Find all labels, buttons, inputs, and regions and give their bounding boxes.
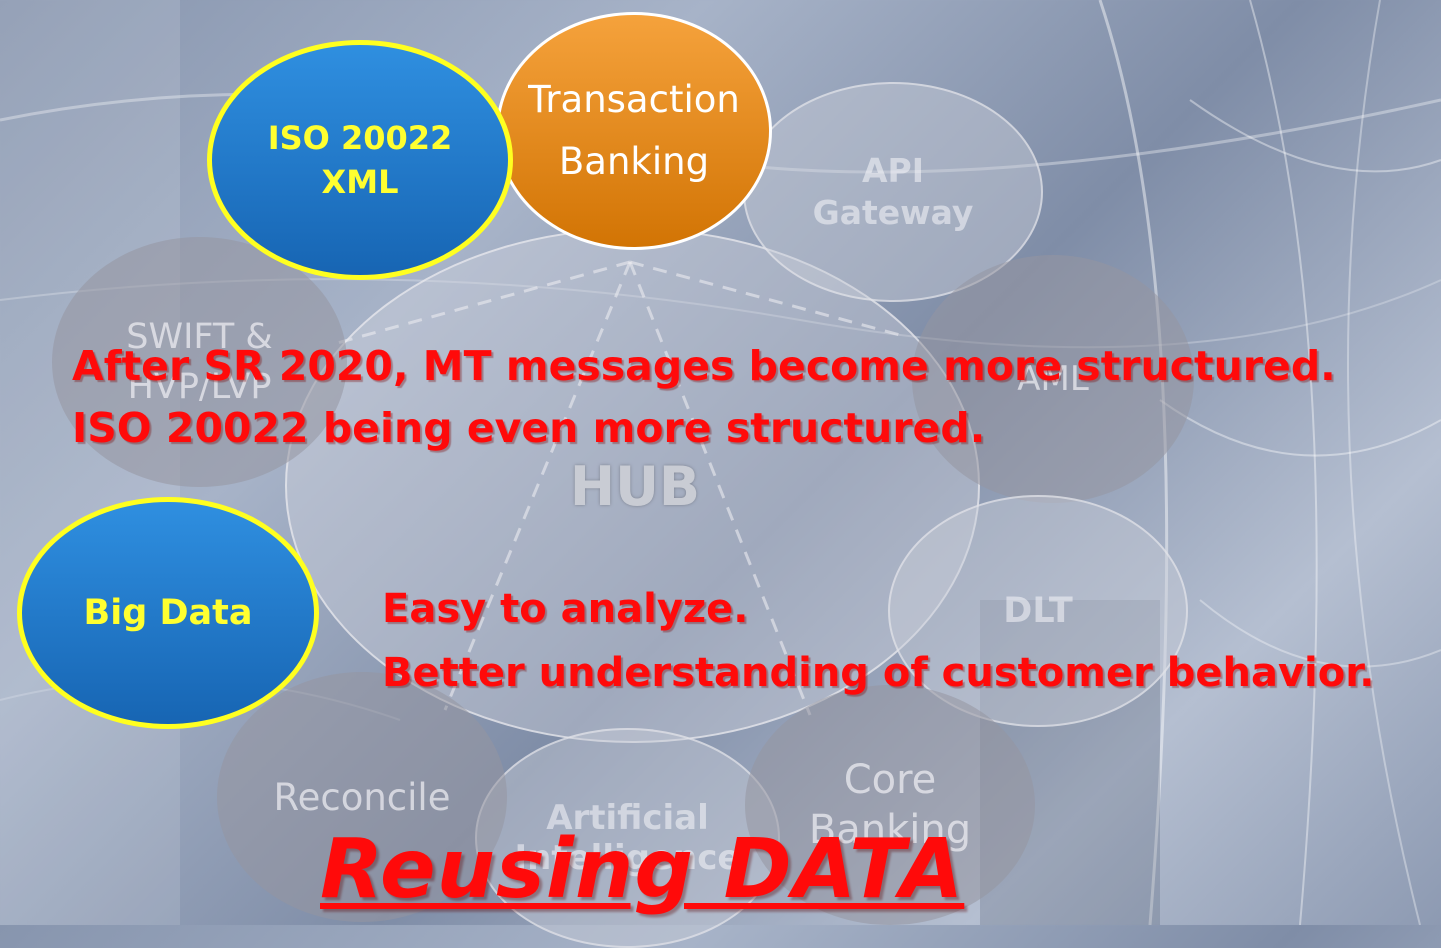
headline-line-1: After SR 2020, MT messages become more s… — [72, 342, 1336, 390]
ai-line2: Intelligence — [514, 838, 741, 878]
big-data-label: Big Data — [83, 593, 253, 633]
node-transaction-banking: Transaction Banking — [496, 12, 772, 250]
swift-line1: SWIFT & — [126, 317, 273, 357]
core-line1: Core — [843, 757, 937, 803]
iso-line2: XML — [321, 163, 399, 201]
api-line1: API — [861, 151, 924, 190]
node-dlt: DLT — [888, 495, 1188, 727]
node-core-banking: Core Banking — [745, 685, 1035, 925]
node-artificial-intelligence: Artificial Intelligence — [475, 728, 780, 948]
benefit-line-1: Easy to analyze. — [382, 586, 749, 632]
ai-line1: Artificial — [546, 798, 709, 838]
headline-line-2: ISO 20022 being even more structured. — [72, 404, 986, 452]
node-aml: AML — [912, 255, 1194, 503]
api-line2: Gateway — [812, 193, 974, 232]
core-line2: Banking — [808, 807, 972, 853]
node-big-data: Big Data — [17, 497, 319, 729]
node-swift-hvp-lvp: SWIFT & HVP/LVP — [52, 237, 347, 487]
transaction-line1: Transaction — [528, 78, 740, 121]
reconcile-label: Reconcile — [273, 775, 451, 819]
iso-line1: ISO 20022 — [267, 119, 453, 157]
node-reconcile: Reconcile — [217, 672, 507, 922]
hub-label: HUB — [569, 455, 701, 518]
benefit-line-2: Better understanding of customer behavio… — [382, 650, 1375, 696]
dlt-label: DLT — [1003, 591, 1073, 631]
node-iso-20022-xml: ISO 20022 XML — [207, 40, 513, 280]
slide-title: Reusing DATA — [320, 822, 965, 917]
transaction-line2: Banking — [558, 140, 710, 183]
aml-label: AML — [1017, 359, 1089, 399]
swift-line2: HVP/LVP — [127, 367, 272, 407]
